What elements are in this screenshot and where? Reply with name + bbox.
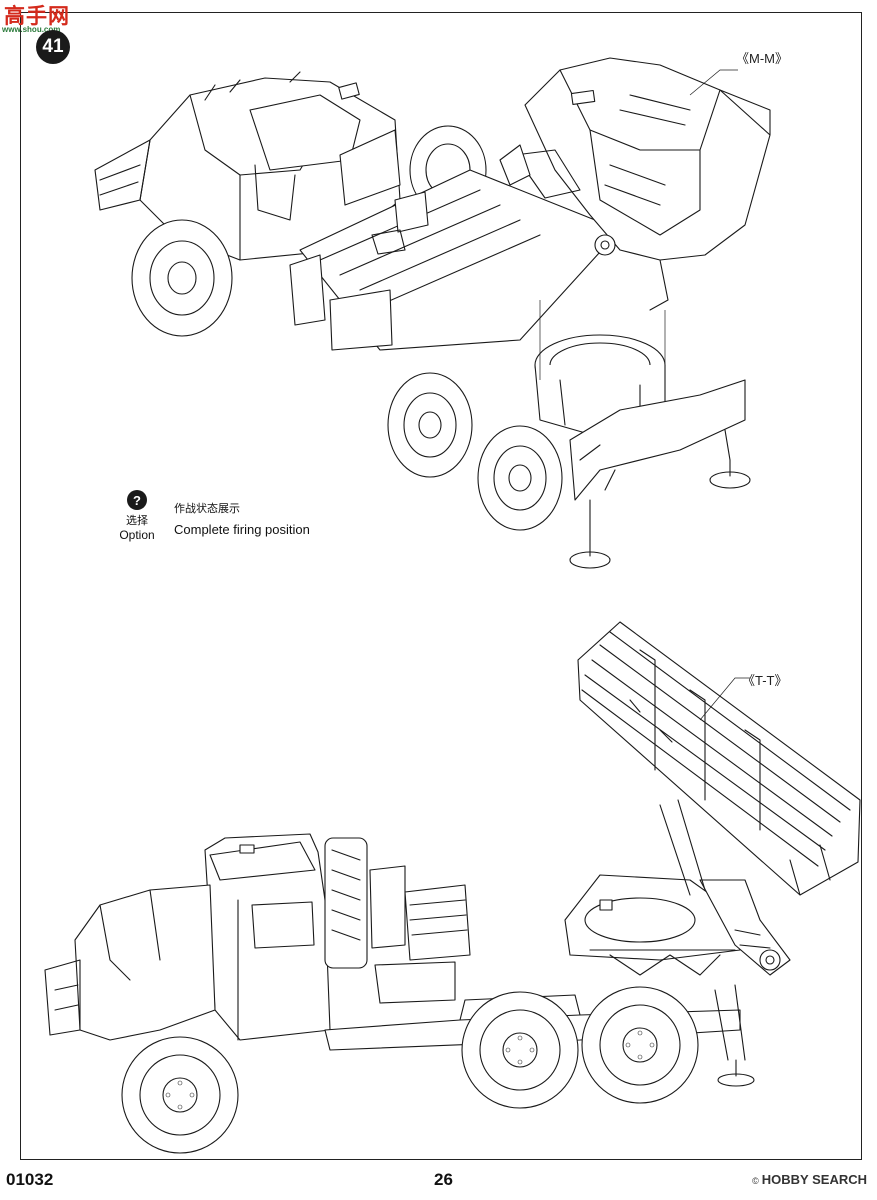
page-number: 26 [434,1170,453,1189]
option-marker: ? 选择 Option [112,490,162,542]
bottom-vehicle-drawing [45,622,860,1153]
section-label-t-t: 《T-T》 [742,673,788,688]
section-label-m-m: 《M-M》 [736,51,788,66]
copyright-symbol: © [752,1176,759,1186]
site-logo: 高手网 www.shou.com [0,0,80,34]
caption-cn: 作战状态展示 [174,502,240,515]
top-vehicle-drawing [95,58,770,568]
option-label-cn: 选择 [126,514,148,527]
step-number-badge: 41 [36,30,70,64]
page-frame [20,12,862,1160]
site-logo-url: www.shou.com [2,25,61,34]
option-label-en: Option [119,528,155,542]
kit-number: 01032 [6,1170,54,1189]
hobby-search-watermark: ©HOBBY SEARCH [752,1172,867,1187]
site-logo-text: 高手网 [4,4,70,28]
watermark-text: HOBBY SEARCH [761,1172,867,1187]
caption-en: Complete firing position [174,522,310,537]
question-mark-icon: ? [127,490,147,510]
firing-position-caption: 作战状态展示 Complete firing position [174,500,310,537]
